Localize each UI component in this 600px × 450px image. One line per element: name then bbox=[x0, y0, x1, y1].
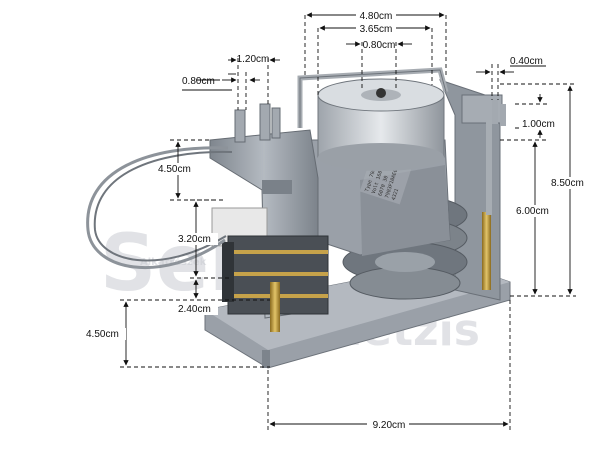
pillar-left bbox=[270, 282, 280, 332]
dim-terminal-pin: 0.80cm bbox=[182, 76, 215, 87]
timer-device: Type 7903F1 Volt 160 5+c 6070 30 7903F10… bbox=[86, 67, 511, 369]
dimension-labels: 4.80cm 3.65cm 0.80cm 1.20cm 0.80cm 0.40c… bbox=[84, 9, 590, 431]
dim-terminal-spacing: 1.20cm bbox=[237, 54, 270, 65]
dim-base-height: 4.50cm bbox=[86, 329, 119, 340]
dim-top-offset: 1.00cm bbox=[522, 119, 555, 130]
dim-shaft-width: 0.80cm bbox=[363, 40, 396, 51]
dim-base-width: 9.20cm bbox=[373, 420, 406, 431]
dimension-lines bbox=[120, 12, 576, 430]
motor bbox=[317, 78, 445, 171]
dim-overall-width-top: 4.80cm bbox=[360, 11, 393, 22]
motor-shaft bbox=[376, 88, 386, 98]
dim-switch-height: 3.20cm bbox=[178, 234, 211, 245]
dim-total-height: 8.50cm bbox=[551, 178, 584, 189]
dim-wire-height: 4.50cm bbox=[158, 164, 191, 175]
dim-motor-width: 3.65cm bbox=[360, 24, 393, 35]
dim-column-height: 6.00cm bbox=[516, 206, 549, 217]
dim-right-pin: 0.40cm bbox=[510, 56, 543, 67]
leader-lines bbox=[182, 65, 546, 91]
pillar-right bbox=[482, 212, 491, 290]
dim-switch-lower: 2.40cm bbox=[178, 304, 211, 315]
wire-loop bbox=[86, 146, 229, 270]
motor-label-line5: 4321 bbox=[391, 188, 400, 201]
